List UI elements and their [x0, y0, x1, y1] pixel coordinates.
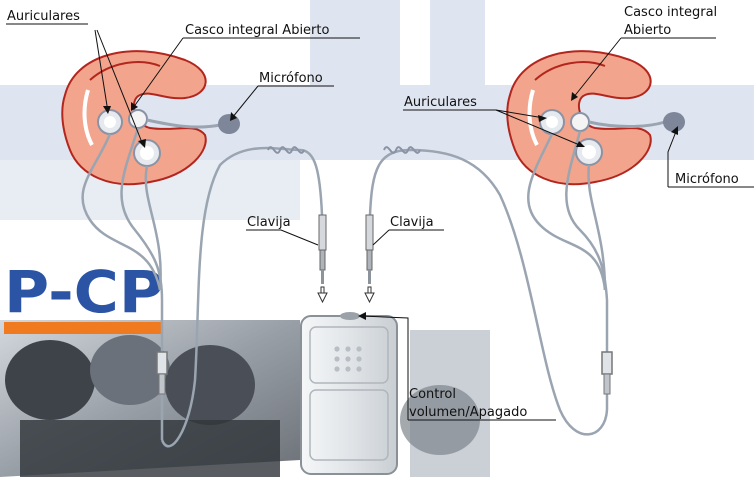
speaker-grille: [334, 346, 361, 371]
label-auriculares-left: Auriculares: [7, 9, 80, 24]
pcp-logo: P-CP: [4, 258, 164, 334]
label-control-line2: volumen/Apagado: [409, 405, 527, 420]
label-microfono-right: Micrófono: [675, 172, 739, 187]
left-earphone-bottom: [134, 140, 160, 166]
down-arrow-icon: [365, 287, 374, 302]
label-microfono-left: Micrófono: [259, 71, 323, 86]
down-arrow-icon: [318, 287, 327, 302]
left-plug: [319, 215, 326, 284]
label-clavija-left: Clavija: [247, 215, 291, 230]
logo-text: P-CP: [4, 258, 164, 326]
label-casco-right-line1: Casco integral: [624, 5, 717, 20]
left-connector: [157, 352, 167, 394]
right-plug: [366, 215, 373, 284]
left-earphone-top: [98, 110, 122, 134]
right-microphone: [663, 112, 685, 132]
label-control-line1: Control: [409, 387, 456, 402]
control-device: [301, 312, 397, 474]
label-casco-left: Casco integral Abierto: [185, 23, 330, 38]
label-auriculares-right: Auriculares: [404, 95, 477, 110]
right-connector: [602, 352, 612, 394]
left-microphone: [218, 114, 240, 134]
label-clavija-right: Clavija: [390, 215, 434, 230]
label-casco-right-line2: Abierto: [624, 23, 671, 38]
